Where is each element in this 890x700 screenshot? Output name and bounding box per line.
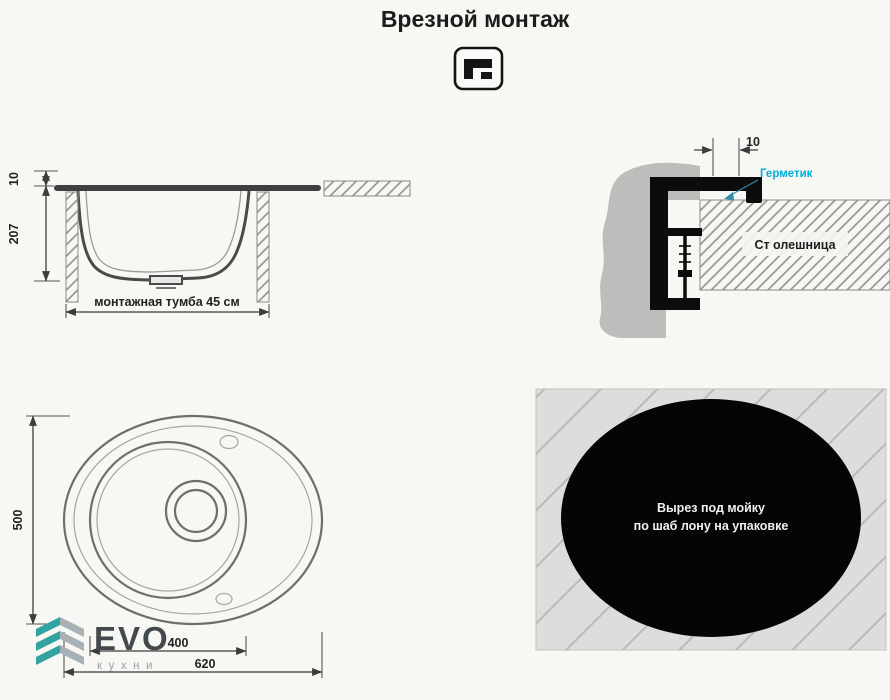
faucet-mount-icon [453, 46, 504, 91]
logo-subtitle: кухни [97, 660, 159, 672]
dim-total-width: 620 [195, 657, 216, 671]
cabinet-wall-right [256, 191, 270, 303]
sealant-label: Герметик [760, 168, 813, 180]
sink-edge-profile [650, 177, 762, 310]
dim-height: 500 [11, 510, 25, 531]
dim-rim-height: 10 [7, 172, 21, 186]
sink-bowl-outline [76, 190, 251, 282]
cutout-text-line2: по шаб лону на упаковке [634, 519, 789, 533]
cutout-text-line1: Вырез под мойку [657, 501, 765, 515]
logo-name: EVO [94, 620, 170, 657]
cutout-template: Вырез под мойку по шаб лону на упаковке [535, 388, 887, 651]
brand-logo: EVO кухни [36, 617, 170, 672]
sink-inner-rim [73, 425, 313, 615]
bowl-inner-line [96, 448, 240, 592]
sink-outer-edge [62, 414, 324, 626]
sink-bowl-inner-line [85, 190, 242, 273]
dim-bowl-width: 400 [168, 636, 189, 650]
dim-depth: 207 [7, 224, 21, 245]
cabinet-wall-left [65, 191, 79, 303]
countertop-section-block [323, 180, 411, 197]
sealant-leader-arrow [724, 192, 734, 200]
drain-inner-circle [173, 488, 219, 534]
edge-detail-view: Ст олешница Герметик 10 [599, 135, 890, 338]
dim-cabinet-label: монтажная тумба 45 см [94, 295, 240, 309]
overflow-hole [215, 592, 233, 606]
clamp-bracket [668, 228, 702, 236]
dim-overhang: 10 [746, 135, 760, 149]
sealant-leader-line [728, 179, 759, 197]
drain-outlet [149, 275, 183, 285]
bowl-outline [88, 440, 248, 600]
cross-section-view: 10 207 монтажная тумба 45 см [7, 170, 411, 318]
drain-outer-circle [164, 479, 228, 543]
faucet-hole [219, 434, 239, 450]
cutout-shape [561, 399, 861, 637]
page-title: Врезной монтаж [381, 6, 570, 32]
evo-logo-icon [36, 617, 84, 665]
cabinet-panel-section [599, 162, 700, 338]
countertop-label: Ст олешница [754, 238, 836, 252]
